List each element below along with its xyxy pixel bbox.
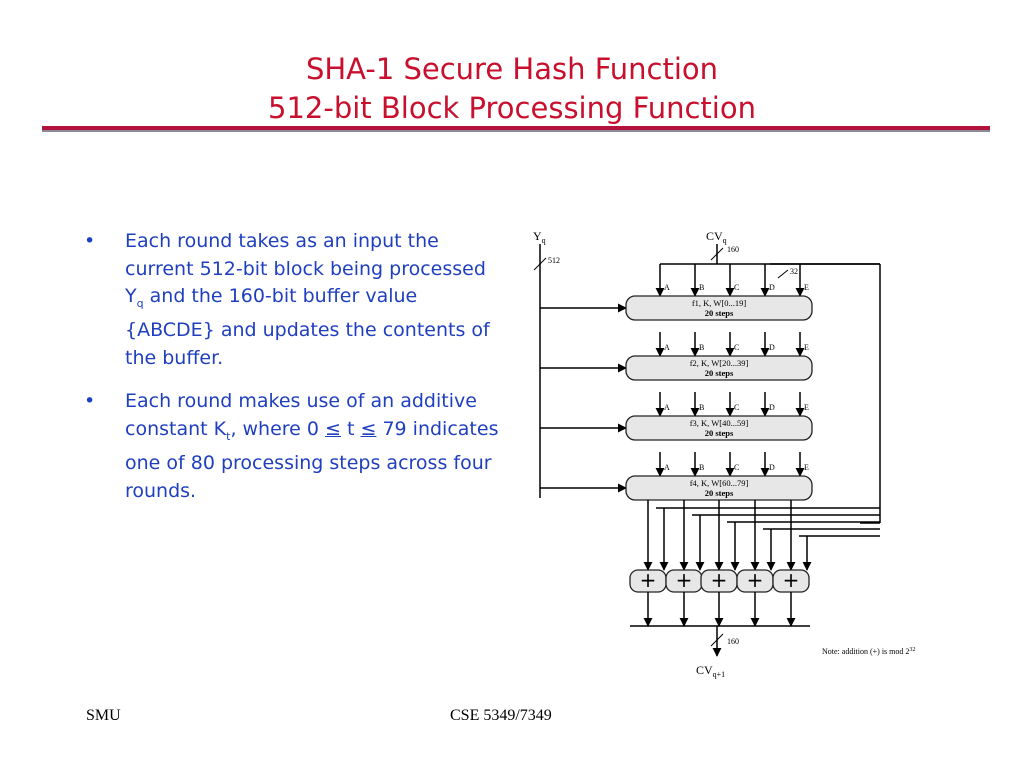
register-label: B bbox=[699, 463, 704, 472]
register-label: C bbox=[734, 463, 739, 472]
register-label: B bbox=[699, 283, 704, 292]
register-label: B bbox=[699, 403, 704, 412]
cvq1-label: CVq+1 bbox=[696, 663, 725, 679]
bus-slash bbox=[533, 257, 547, 271]
bits-512-label: 512 bbox=[548, 256, 560, 265]
footer-right: CSE 5349/7349 bbox=[450, 707, 552, 724]
feedforward-group bbox=[643, 500, 880, 571]
bits-160-top-label: 160 bbox=[727, 245, 739, 254]
round-box bbox=[625, 295, 813, 321]
round-box bbox=[625, 415, 813, 441]
register-label: B bbox=[699, 343, 704, 352]
bits-160-bottom-label: 160 bbox=[727, 637, 739, 646]
round-4: A B C D Ef4, K, W[60...79]20 steps bbox=[540, 452, 813, 501]
round-1: A B C D Ef1, K, W[0...19]20 steps bbox=[540, 264, 813, 321]
adder: + bbox=[736, 568, 774, 627]
round-box bbox=[625, 355, 813, 381]
register-label: A bbox=[664, 403, 670, 412]
round-3: A B C D Ef3, K, W[40...59]20 steps bbox=[540, 392, 813, 441]
bits-32-label: 32 bbox=[790, 267, 798, 276]
adder: + bbox=[772, 568, 810, 627]
plus-icon: + bbox=[783, 568, 800, 592]
register-label: E bbox=[804, 403, 809, 412]
register-label: D bbox=[769, 283, 775, 292]
bullet-item: • Each round makes use of an additive co… bbox=[84, 390, 499, 502]
adders-group: + + + + + bbox=[629, 568, 810, 627]
bus-slash bbox=[710, 247, 724, 261]
plus-icon: + bbox=[676, 568, 693, 592]
title-divider-shadow bbox=[42, 130, 990, 132]
register-label: D bbox=[769, 403, 775, 412]
round-function-label: f1, K, W[0...19] bbox=[692, 298, 747, 308]
round-steps-label: 20 steps bbox=[705, 488, 734, 498]
bullet-dot-icon: • bbox=[84, 390, 96, 413]
slide-title-line1: SHA-1 Secure Hash Function bbox=[305, 52, 719, 86]
round-steps-label: 20 steps bbox=[705, 428, 734, 438]
register-label: C bbox=[734, 343, 739, 352]
register-label: C bbox=[734, 283, 739, 292]
bus-slash bbox=[777, 269, 789, 279]
bullet-dot-icon: • bbox=[84, 230, 96, 252]
plus-icon: + bbox=[747, 568, 764, 592]
plus-icon: + bbox=[640, 568, 657, 592]
yq-label: Yq bbox=[533, 229, 546, 245]
round-function-label: f4, K, W[60...79] bbox=[690, 478, 749, 488]
round-steps-label: 20 steps bbox=[705, 368, 734, 378]
adder: + bbox=[700, 568, 738, 627]
slide-title-line2: 512-bit Block Processing Function bbox=[268, 91, 756, 125]
round-function-label: f3, K, W[40...59] bbox=[690, 418, 749, 428]
register-label: E bbox=[804, 343, 809, 352]
register-label: C bbox=[734, 403, 739, 412]
bullet-list: • Each round takes as an input the curre… bbox=[84, 228, 504, 521]
register-label: D bbox=[769, 343, 775, 352]
round-steps-label: 20 steps bbox=[705, 308, 734, 318]
adder: + bbox=[665, 568, 703, 627]
round-function-label: f2, K, W[20...39] bbox=[690, 358, 749, 368]
cvq-label: CVq bbox=[706, 229, 727, 245]
register-label: A bbox=[664, 343, 670, 352]
round-2: A B C D Ef2, K, W[20...39]20 steps bbox=[540, 332, 813, 381]
plus-icon: + bbox=[711, 568, 728, 592]
footer-left: SMU bbox=[86, 707, 121, 724]
register-label: A bbox=[664, 463, 670, 472]
adder: + bbox=[629, 568, 667, 627]
bus-slash bbox=[710, 633, 724, 647]
register-label: D bbox=[769, 463, 775, 472]
register-label: E bbox=[804, 463, 809, 472]
title-divider bbox=[42, 126, 990, 130]
register-label: E bbox=[804, 283, 809, 292]
note-text: Note: addition (+) is mod 232 bbox=[822, 647, 915, 656]
register-label: A bbox=[664, 283, 670, 292]
bullet-item: • Each round takes as an input the curre… bbox=[84, 230, 490, 369]
